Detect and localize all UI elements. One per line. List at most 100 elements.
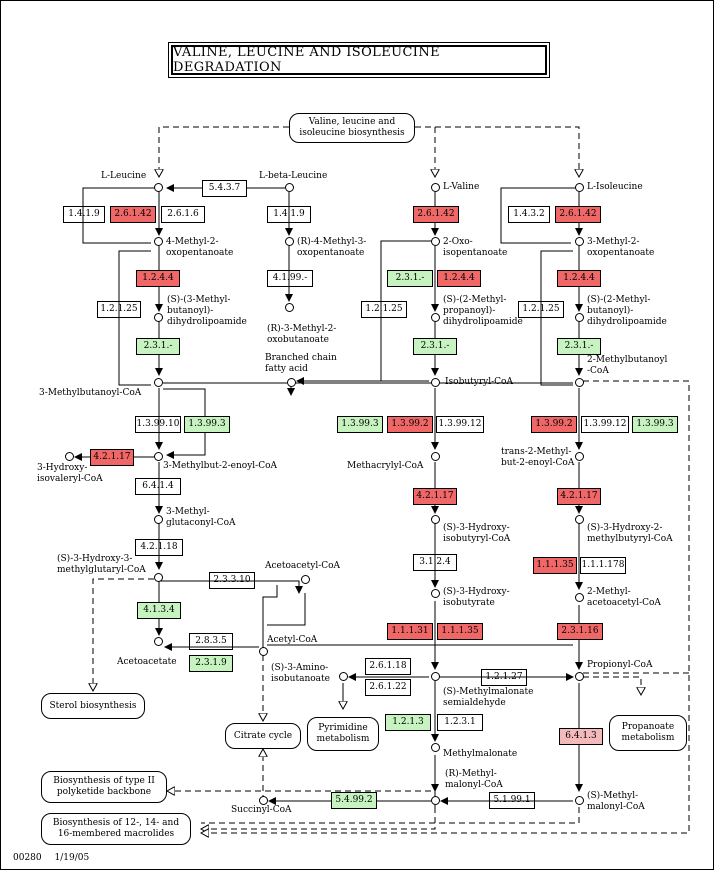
node-s-methylmalonate-semialdehyde[interactable] [431, 672, 440, 681]
node-s-3-methylbutanoyl-dhl[interactable] [154, 313, 163, 322]
enzyme-1-2-1-25[interactable]: 1.2.1.25 [97, 301, 141, 318]
enzyme-2-8-3-5[interactable]: 2.8.3.5 [189, 633, 233, 650]
enzyme-2-3-1-valine-a[interactable]: 2.3.1.- [387, 270, 433, 287]
enzyme-4-1-99-[interactable]: 4.1.99.- [267, 270, 313, 287]
enzyme-2-6-1-42-isoleucine[interactable]: 2.6.1.42 [555, 206, 601, 223]
enzyme-1-3-99-3-valine[interactable]: 1.3.99.3 [337, 416, 383, 433]
node-l-leucine[interactable] [154, 183, 163, 192]
enzyme-1-3-99-2-isoleucine[interactable]: 1.3.99.2 [531, 416, 577, 433]
enzyme-2-3-1-isoleucine[interactable]: 2.3.1.- [557, 338, 601, 355]
node-3-methylbut-2-enoyl-coa[interactable] [154, 452, 163, 461]
node-isobutyryl-coa[interactable] [431, 378, 440, 387]
enzyme-4-2-1-18[interactable]: 4.2.1.18 [135, 539, 183, 556]
enzyme-4-2-1-17-isoleucine[interactable]: 4.2.1.17 [557, 488, 601, 505]
node-2-oxo-isopentanoate[interactable] [431, 237, 440, 246]
label-branched-chain-fatty-acid: Branched chain fatty acid [265, 353, 337, 374]
node-l-isoleucine[interactable] [575, 183, 584, 192]
enzyme-1-1-1-35-valine[interactable]: 1.1.1.35 [437, 623, 483, 640]
node-3-hydroxy-isovaleryl-coa[interactable] [65, 452, 74, 461]
enzyme-1-4-1-9[interactable]: 1.4.1.9 [63, 206, 105, 223]
label-l-leucine: L-Leucine [101, 171, 147, 181]
enzyme-5-4-3-7[interactable]: 5.4.3.7 [202, 180, 247, 197]
label-s-methylmalonate-semialdehyde: (S)-Methylmalonate semialdehyde [443, 687, 534, 708]
node-s-3-hydroxy-isobutyrate[interactable] [431, 589, 440, 598]
node-acetoacetyl-coa[interactable] [301, 575, 310, 584]
node-l-beta-leucine[interactable] [285, 183, 294, 192]
enzyme-2-3-3-10[interactable]: 2.3.3.10 [209, 572, 255, 589]
enzyme-4-2-1-17-valine[interactable]: 4.2.1.17 [413, 488, 457, 505]
node-s-3-hydroxy-2-methylbutyryl-coa[interactable] [575, 515, 584, 524]
enzyme-1-4-1-9-beta[interactable]: 1.4.1.9 [267, 206, 311, 223]
node-2-methylbutanoyl-coa[interactable] [575, 378, 584, 387]
enzyme-1-2-1-25-valine[interactable]: 1.2.1.25 [361, 301, 407, 318]
enzyme-1-2-4-4-valine[interactable]: 1.2.4.4 [437, 270, 481, 287]
enzyme-3-1-2-4[interactable]: 3.1.2.4 [413, 554, 457, 571]
node-4-methyl-2-oxopentanoate[interactable] [154, 237, 163, 246]
enzyme-4-1-3-4[interactable]: 4.1.3.4 [137, 602, 181, 619]
node-3-methyl-2-oxopentanoate[interactable] [575, 237, 584, 246]
enzyme-2-6-1-42-valine[interactable]: 2.6.1.42 [413, 206, 459, 223]
pathway-sterol[interactable]: Sterol biosynthesis [41, 693, 145, 719]
pathway-citrate[interactable]: Citrate cycle [225, 723, 301, 749]
node-hmg-coa[interactable] [154, 573, 163, 582]
node-propionyl-coa[interactable] [575, 672, 584, 681]
enzyme-1-3-99-3-isoleucine[interactable]: 1.3.99.3 [632, 416, 678, 433]
node-trans-2-methylbut-2-enoyl-coa[interactable] [575, 452, 584, 461]
node-acetoacetate[interactable] [154, 637, 163, 646]
enzyme-1-2-1-3[interactable]: 1.2.1.3 [385, 714, 431, 731]
enzyme-2-6-1-18[interactable]: 2.6.1.18 [365, 658, 411, 675]
enzyme-1-1-1-35-isoleucine[interactable]: 1.1.1.35 [533, 557, 577, 574]
enzyme-1-3-99-12-isoleucine[interactable]: 1.3.99.12 [581, 416, 629, 433]
label-s-3-hydroxy-isobutyrate: (S)-3-Hydroxy- isobutyrate [443, 587, 510, 608]
label-s-3-methylbutanoyl-dhl: (S)-(3-Methyl- butanoyl)- dihydrolipoami… [167, 295, 247, 327]
label-s-2-methylbutanoyl-dhl: (S)-(2-Methyl- butanoyl)- dihydrolipoami… [587, 295, 667, 327]
pathway-pyrimidine[interactable]: Pyrimidine metabolism [307, 717, 379, 751]
enzyme-1-3-99-3-leucine[interactable]: 1.3.99.3 [184, 416, 230, 433]
enzyme-2-3-1-9[interactable]: 2.3.1.9 [189, 655, 233, 672]
node-methylmalonate[interactable] [431, 743, 440, 752]
pathway-macrolides[interactable]: Biosynthesis of 12-, 14- and 16-membered… [41, 813, 191, 845]
node-s-3-amino-isobutanoate[interactable] [339, 672, 348, 681]
enzyme-2-6-1-42[interactable]: 2.6.1.42 [110, 206, 156, 223]
enzyme-1-3-99-12-valine[interactable]: 1.3.99.12 [436, 416, 484, 433]
enzyme-1-1-1-178[interactable]: 1.1.1.178 [580, 557, 626, 574]
enzyme-6-4-1-4[interactable]: 6.4.1.4 [135, 478, 181, 495]
enzyme-2-3-1-valine[interactable]: 2.3.1.- [413, 338, 457, 355]
node-r-3-methyl-2-oxobutanoate[interactable] [285, 303, 294, 312]
enzyme-5-1-99-1[interactable]: 5.1.99.1 [489, 792, 535, 809]
pathway-propanoate[interactable]: Propanoate metabolism [609, 715, 687, 751]
enzyme-1-2-1-27[interactable]: 1.2.1.27 [481, 669, 527, 686]
enzyme-1-2-4-4-isoleucine[interactable]: 1.2.4.4 [557, 270, 601, 287]
node-branched-chain-fatty-acid[interactable] [287, 378, 296, 387]
node-methacrylyl-coa[interactable] [431, 452, 440, 461]
enzyme-2-6-1-6[interactable]: 2.6.1.6 [161, 206, 205, 223]
enzyme-1-4-3-2[interactable]: 1.4.3.2 [508, 206, 550, 223]
node-s-2-methylbutanoyl-dhl[interactable] [575, 313, 584, 322]
node-3-methylbutanoyl-coa[interactable] [154, 378, 163, 387]
enzyme-4-2-1-17-hydroxy[interactable]: 4.2.1.17 [90, 449, 134, 466]
node-r-4-methyl-3-oxopentanoate[interactable] [285, 237, 294, 246]
enzyme-1-2-4-4[interactable]: 1.2.4.4 [136, 270, 180, 287]
enzyme-1-2-1-25-isoleucine[interactable]: 1.2.1.25 [518, 301, 564, 318]
node-r-methylmalonyl-coa[interactable] [431, 796, 440, 805]
node-3-methylglutaconyl-coa[interactable] [154, 515, 163, 524]
enzyme-1-3-99-10[interactable]: 1.3.99.10 [135, 416, 181, 433]
pathway-type2-polyketide[interactable]: Biosynthesis of type II polyketide backb… [41, 771, 167, 803]
label-isobutyryl-coa: Isobutyryl-CoA [445, 377, 513, 387]
node-succinyl-coa[interactable] [259, 796, 268, 805]
node-s-3-hydroxy-isobutyryl-coa[interactable] [431, 515, 440, 524]
node-l-valine[interactable] [431, 183, 440, 192]
enzyme-1-3-99-2-valine[interactable]: 1.3.99.2 [387, 416, 433, 433]
node-s-methylmalonyl-coa[interactable] [575, 796, 584, 805]
node-acetyl-coa[interactable] [259, 647, 268, 656]
enzyme-2-3-1-16[interactable]: 2.3.1.16 [557, 623, 603, 640]
enzyme-1-2-3-1[interactable]: 1.2.3.1 [437, 714, 483, 731]
pathway-biosynthesis[interactable]: Valine, leucine and isoleucine biosynthe… [289, 113, 415, 143]
enzyme-5-4-99-2[interactable]: 5.4.99.2 [331, 792, 377, 809]
enzyme-2-6-1-22[interactable]: 2.6.1.22 [365, 679, 411, 696]
enzyme-6-4-1-3[interactable]: 6.4.1.3 [559, 728, 603, 745]
enzyme-1-1-1-31[interactable]: 1.1.1.31 [387, 623, 433, 640]
node-s-2-methylpropanoyl-dhl[interactable] [431, 313, 440, 322]
node-2-methyl-acetoacetyl-coa[interactable] [575, 593, 584, 602]
enzyme-2-3-1-leucine[interactable]: 2.3.1.- [136, 338, 180, 355]
